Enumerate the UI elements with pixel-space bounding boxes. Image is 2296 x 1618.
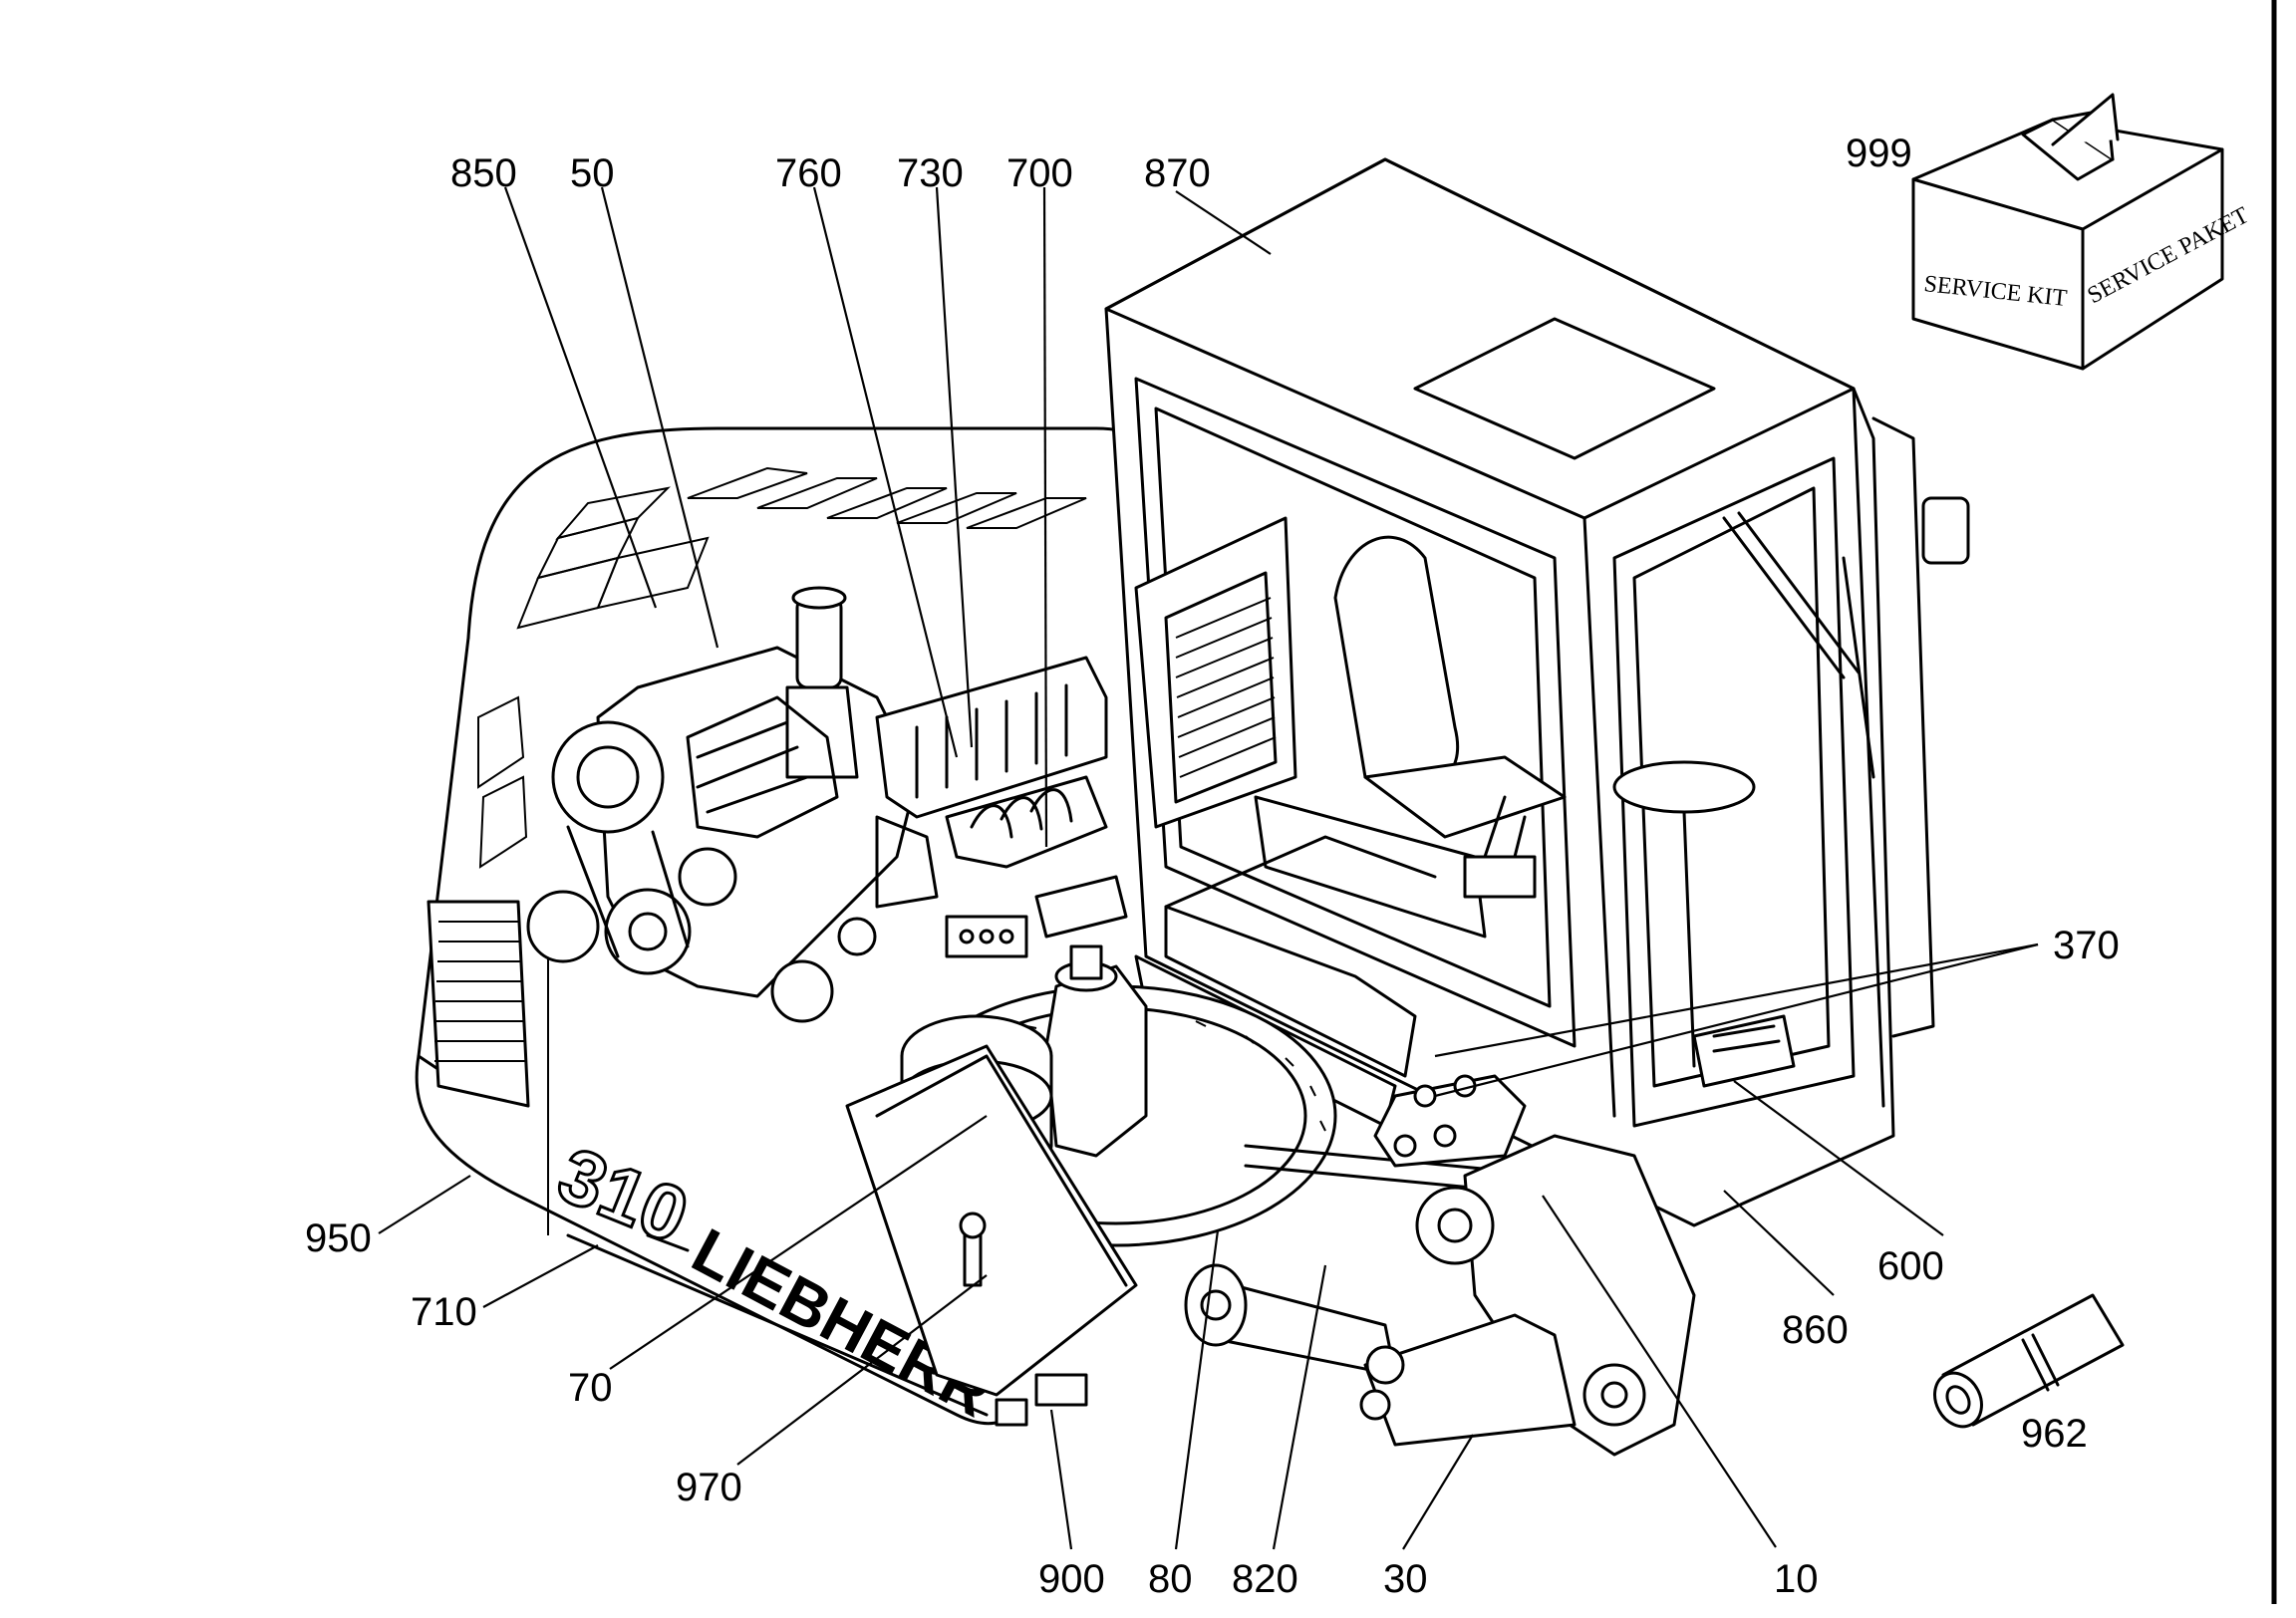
callout-370: 370 [2053,924,2120,967]
leader-870 [1175,190,1272,255]
leader-600 [1733,1080,1944,1236]
leader-370-b [1434,943,2039,1098]
service-kit-box: SERVICE KIT SERVICE PAKET [1911,93,2253,371]
leader-730 [935,186,974,748]
roof-hatch [1413,317,1716,460]
leader-370-a [1434,943,2039,1058]
callout-820: 820 [1232,1557,1298,1601]
leader-850 [503,186,658,609]
callout-10: 10 [1774,1557,1819,1601]
callout-600: 600 [1877,1244,1944,1288]
callout-850: 850 [450,151,517,195]
model-marking: 310 [545,1129,702,1261]
tank-gauge [1034,1373,1088,1407]
callout-999: 999 [1846,132,1912,175]
callout-70: 70 [568,1366,613,1410]
brand-underline [646,1233,690,1252]
leader-30 [1402,1434,1474,1550]
callout-80: 80 [1148,1557,1193,1601]
oil-tank [845,1044,1138,1427]
mirror [1921,496,1970,565]
leader-lines [378,186,2039,1550]
boom-cylinder [1184,1144,1557,1377]
leader-710 [482,1244,599,1308]
callout-900: 900 [1038,1557,1105,1601]
leader-900 [1049,1409,1073,1550]
callout-760: 760 [775,151,842,195]
leader-700 [1042,186,1048,848]
callout-950: 950 [305,1216,372,1260]
terminal-block [945,915,1028,958]
steering-wheel [1612,760,1756,814]
oil-filter [678,847,737,907]
callout-50: 50 [570,151,615,195]
leader-860 [1723,1190,1835,1296]
boom-support [1359,1313,1577,1447]
machine-body [415,426,1158,1426]
callout-860: 860 [1782,1308,1849,1352]
valve-block [1373,1074,1527,1168]
callout-30: 30 [1383,1557,1428,1601]
callout-700: 700 [1006,151,1073,195]
leader-950 [378,1175,471,1234]
rolled-document [1933,1293,2125,1429]
leader-820 [1272,1264,1327,1550]
operator-seat [1254,535,1567,939]
control-levers [1463,760,1756,1068]
grille-louvers [434,921,527,1062]
engine-pulley [551,720,665,834]
callout-962: 962 [2021,1412,2088,1456]
leader-80 [1174,1229,1220,1550]
fan-pulley [604,888,692,975]
box-flap [2021,118,2115,181]
alternator [526,890,600,963]
control-valve-bank [945,775,1128,958]
leader-70 [609,1115,988,1370]
callout-970: 970 [676,1466,742,1509]
exhaust-stack [795,596,843,689]
callout-710: 710 [411,1290,477,1334]
cab-floor-plate [1692,1014,1796,1088]
callout-870: 870 [1144,151,1211,195]
swing-motor [1044,944,1148,1158]
radiator [1134,516,1297,829]
leader-760 [812,186,959,758]
leader-50 [600,186,719,649]
hydraulic-pump [875,656,1108,819]
model-number-text: 310 [547,1130,701,1259]
engine-assembly [526,586,939,1023]
leader-10 [1542,1195,1777,1548]
hood-slats [477,466,1087,869]
leader-970 [736,1274,988,1466]
callout-730: 730 [897,151,964,195]
breather-cap [770,959,834,1023]
callout-labels: 850 50 760 730 700 870 999 370 600 860 9… [305,132,2120,1601]
